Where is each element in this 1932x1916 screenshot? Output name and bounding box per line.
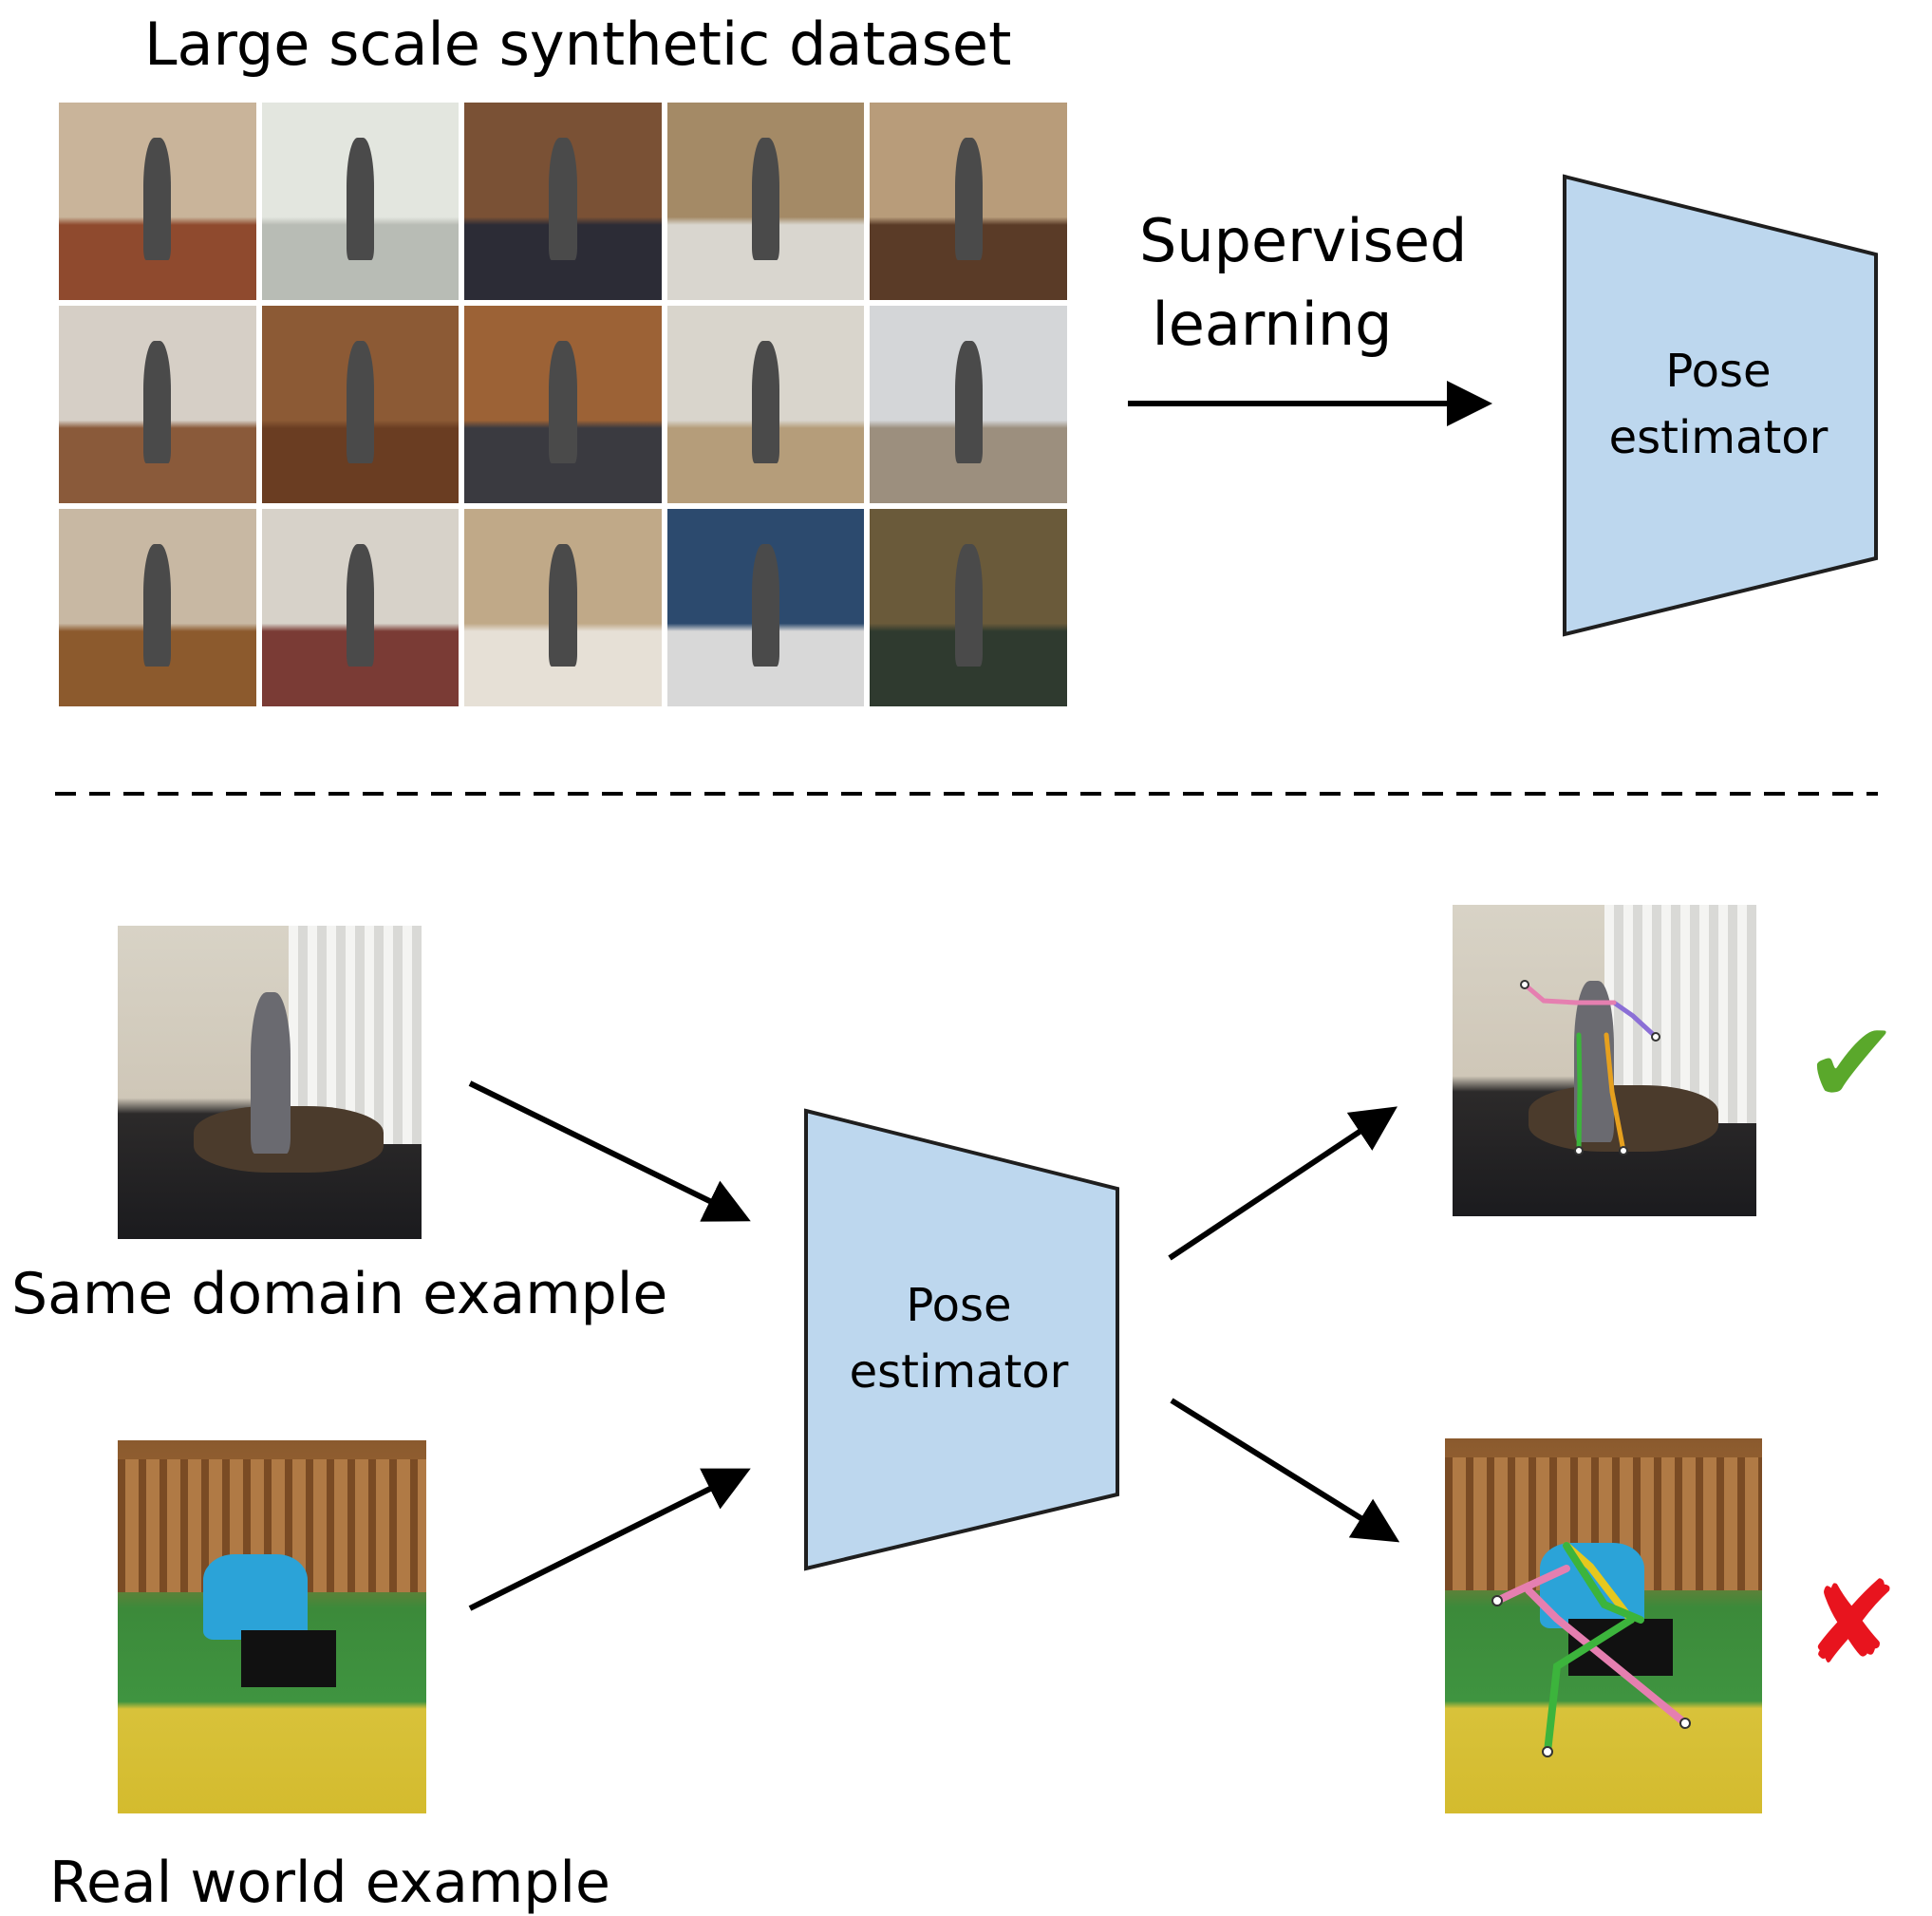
pose-estimator-box-top (1563, 174, 1878, 637)
pose-estimator-box-bottom (804, 1108, 1119, 1571)
check-icon: ✔ (1804, 1000, 1900, 1127)
synthetic-dataset-grid (59, 103, 1067, 706)
dataset-thumbnail (464, 509, 662, 706)
dataset-thumbnail (261, 306, 460, 503)
human-figure (143, 341, 172, 464)
pose-estimator-label-top: Pose estimator (1576, 338, 1861, 471)
pose-label-top-line2: estimator (1608, 411, 1829, 464)
dataset-thumbnail (464, 103, 662, 300)
dataset-thumbnail (666, 103, 865, 300)
correct-pose-skeleton (1520, 980, 1660, 1155)
same-domain-caption: Same domain example (11, 1261, 668, 1327)
dataset-thumbnail (261, 509, 460, 706)
pose-label-bottom-line2: estimator (849, 1345, 1069, 1399)
dataset-thumbnail (666, 306, 865, 503)
human-figure (549, 341, 577, 464)
dataset-thumbnail (59, 103, 256, 300)
real-world-input-arrow (468, 1468, 751, 1611)
human-figure (752, 138, 780, 261)
same-domain-input-arrow (468, 1080, 751, 1222)
dataset-title: Large scale synthetic dataset (144, 9, 1012, 79)
dataset-thumbnail (870, 103, 1067, 300)
pose-label-bottom-line1: Pose (906, 1279, 1012, 1332)
human-figure (346, 341, 374, 464)
human-figure (954, 544, 983, 667)
real-world-prediction-image (1445, 1438, 1762, 1813)
dataset-thumbnail (59, 509, 256, 706)
human-figure (752, 544, 780, 667)
human-figure (143, 544, 172, 667)
real-world-example-image (118, 1440, 426, 1813)
incorrect-pose-skeleton (1491, 1542, 1691, 1757)
pose-estimator-label-bottom: Pose estimator (816, 1272, 1101, 1405)
human-figure (346, 544, 374, 667)
dataset-thumbnail (59, 306, 256, 503)
real-world-caption: Real world example (49, 1850, 610, 1916)
dataset-thumbnail (464, 306, 662, 503)
dataset-thumbnail (261, 103, 460, 300)
dataset-thumbnail (870, 509, 1067, 706)
human-figure (752, 341, 780, 464)
real-world-output-arrow (1170, 1398, 1400, 1543)
same-domain-output-arrow (1168, 1106, 1397, 1261)
cross-icon: ✘ (1804, 1560, 1900, 1687)
dataset-thumbnail (870, 306, 1067, 503)
human-figure (954, 341, 983, 464)
human-figure (346, 138, 374, 261)
human-figure (143, 138, 172, 261)
pose-label-top-line1: Pose (1665, 345, 1772, 398)
supervised-label-line2: learning (1152, 290, 1393, 359)
dataset-thumbnail (666, 509, 865, 706)
human-figure (549, 544, 577, 667)
same-domain-example-image (118, 926, 422, 1239)
human-figure (954, 138, 983, 261)
human-figure (549, 138, 577, 261)
